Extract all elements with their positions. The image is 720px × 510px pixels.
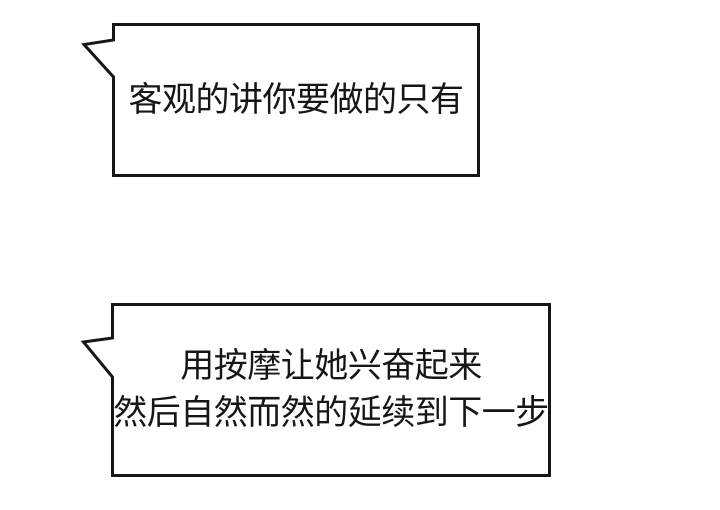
speech-bubble-top-text: 客观的讲你要做的只有 — [115, 26, 477, 174]
speech-line: 客观的讲你要做的只有 — [128, 79, 465, 120]
speech-bubble-top-outline — [81, 23, 480, 177]
speech-bubble-bottom-outline — [80, 303, 551, 477]
speech-bubble-bottom-shape — [80, 303, 551, 477]
speech-line: 然后自然而然的延续到下一步 — [113, 393, 549, 433]
speech-bubble-top-shape — [81, 23, 480, 177]
speech-bubble-bottom-text: 用按摩让她兴奋起来 然后自然而然的延续到下一步 — [113, 306, 549, 474]
speech-line: 用按摩让她兴奋起来 — [180, 346, 482, 386]
